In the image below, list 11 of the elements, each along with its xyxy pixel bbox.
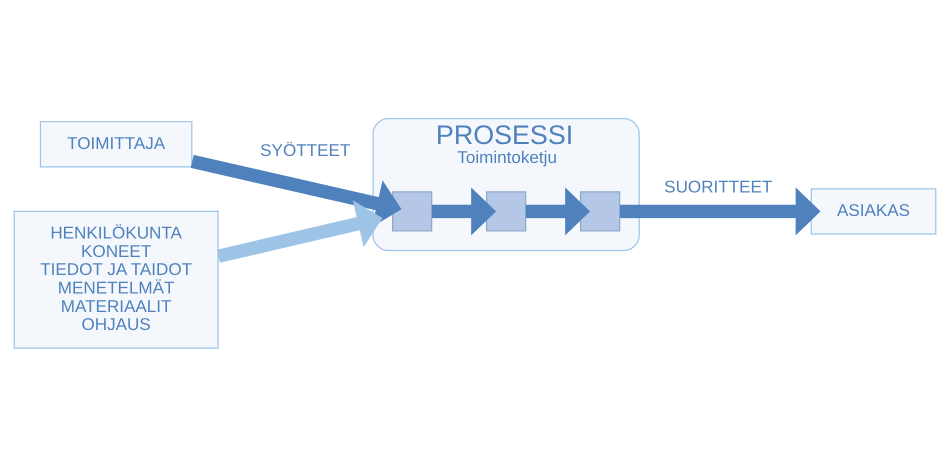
node-box [392,191,432,232]
node-box: ASIAKAS [810,188,936,235]
edge-label: SUORITTEET [664,178,772,197]
arrow [216,200,382,263]
node-box [486,191,526,232]
edge-label: SYÖTTEET [260,141,350,160]
arrow [620,187,821,236]
node-box: TOIMITTAJA [40,121,192,168]
node-box: HENKILÖKUNTA KONEET TIEDOT JA TAIDOT MENETELMÄT MATERIAALIT OHJAUS [14,210,219,349]
node-box [580,191,620,232]
arrow [526,187,590,236]
